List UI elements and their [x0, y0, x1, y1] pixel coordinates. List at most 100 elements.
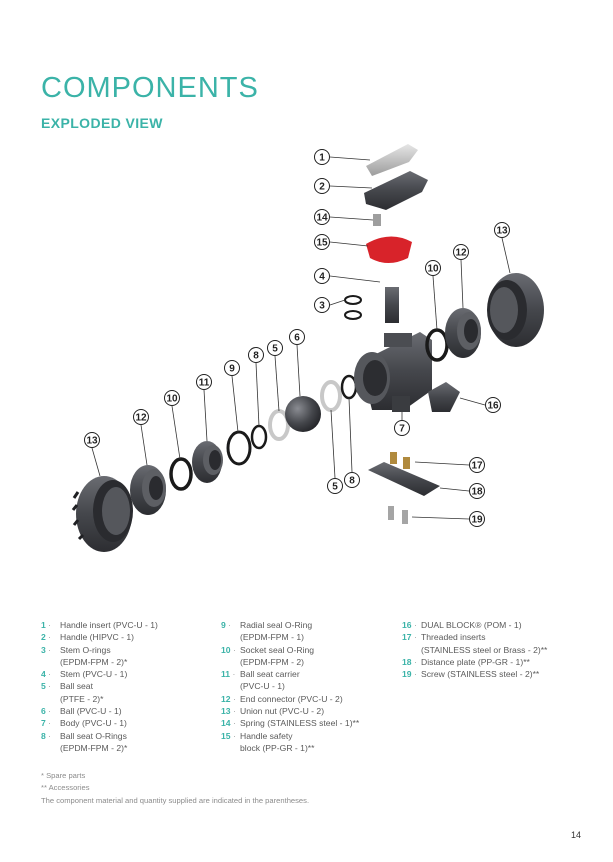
ball [285, 396, 321, 432]
legend-item: 6 · Ball (PVC-U - 1) [41, 705, 219, 717]
callout-number: 12 [135, 413, 147, 424]
legend-item-text: DUAL BLOCK® (POM - 1) [421, 620, 522, 630]
section-subtitle: EXPLODED VIEW [41, 115, 163, 131]
legend-item: 14 · Spring (STAINLESS steel - 1)** [221, 717, 399, 729]
legend-item: 9 · Radial seal O-Ring (EPDM-FPM - 1) [221, 619, 399, 644]
legend-separator: · [230, 693, 236, 704]
callout-number: 5 [272, 344, 278, 355]
distance-plate [368, 462, 440, 496]
ball-seat-oring-right [340, 374, 358, 400]
legend-item-number: 17 · [402, 632, 417, 643]
legend-item-number: 11 · [221, 669, 236, 680]
screws [388, 506, 408, 524]
page-title: COMPONENTS [41, 72, 259, 104]
callout-number: 5 [332, 482, 338, 493]
callout-number: 18 [471, 487, 483, 498]
legend-item: 4 · Stem (PVC-U - 1) [41, 668, 219, 680]
socket-oring-left [169, 457, 193, 491]
legend-separator: · [411, 632, 417, 643]
legend-item: 10 · Socket seal O-Ring (EPDM-FPM - 2) [221, 644, 399, 669]
callout-number: 12 [455, 248, 467, 259]
callout-number: 10 [166, 394, 178, 405]
legend-item-number: 13 · [221, 706, 236, 717]
callout-circle [133, 409, 149, 425]
callout-number: 13 [496, 226, 508, 237]
callout-number: 2 [319, 182, 325, 193]
legend-item-text: Spring (STAINLESS steel - 1)** [240, 718, 360, 729]
legend-item: 12 · End connector (PVC-U - 2) [221, 693, 399, 705]
footnotes: * Spare parts ** Accessories The compone… [41, 770, 309, 807]
legend-separator: · [230, 706, 236, 717]
legend-item-text: End connector (PVC-U - 2) [240, 693, 343, 704]
legend-item-number: 14 · [221, 718, 236, 729]
ball-seat-oring-left [250, 424, 268, 450]
legend-item-number: 5 · [41, 681, 52, 692]
legend-item-text: Distance plate (PP-GR - 1)** [421, 656, 530, 667]
legend-item: 18 · Distance plate (PP-GR - 1)** [402, 656, 602, 668]
callout-number: 6 [294, 333, 300, 344]
radial-oring [226, 430, 252, 466]
callout-marker: 12 [133, 409, 149, 425]
legend-item-text: Radial seal O-Ring (EPDM-FPM - 1) [240, 620, 313, 643]
legend-item-text: Socket seal O-Ring (EPDM-FPM - 2) [240, 644, 315, 667]
callout-circle [164, 390, 180, 406]
callout-circle [267, 340, 283, 356]
footnote-material-note: The component material and quantity supp… [41, 795, 310, 805]
legend-item: 2 · Handle (HIPVC - 1) [41, 631, 219, 643]
legend-item-text: Ball (PVC-U - 1) [60, 706, 122, 717]
legend-item: 8 · Ball seat O-Rings (EPDM-FPM - 2)* [41, 730, 219, 755]
callout-circle [469, 483, 485, 499]
legend-item-number: 10 · [221, 644, 236, 655]
callout-number: 14 [316, 213, 328, 224]
page-number: 14 [571, 830, 582, 840]
legend-item-text: Union nut (PVC-U - 2) [240, 706, 325, 717]
legend-separator: · [230, 718, 236, 729]
legend-item-text: Handle insert (PVC-U - 1) [60, 620, 158, 630]
callout-circle [314, 297, 330, 313]
callout-number: 3 [319, 301, 325, 312]
legend-item-text: Ball seat (PTFE - 2)* [60, 681, 104, 704]
callout-circle [344, 472, 360, 488]
legend-item-number: 1 · [41, 620, 52, 630]
callout-circle [314, 149, 330, 165]
handle [364, 171, 428, 210]
union-nut-left [71, 476, 133, 552]
callout-circle [469, 511, 485, 527]
union-nut-right [487, 273, 544, 347]
callout-number: 16 [487, 401, 499, 412]
callout-number: 11 [199, 378, 210, 389]
ball-seat-carrier [192, 441, 223, 483]
legend-item-text: Stem (PVC-U - 1) [60, 669, 128, 680]
legend-separator: · [45, 730, 52, 741]
callout-circle [314, 178, 330, 194]
callout-marker: 5 [267, 340, 283, 356]
callout-circle [196, 374, 212, 390]
callout-marker: 9 [224, 360, 240, 376]
callout-marker: 2 [314, 178, 330, 194]
legend-separator: · [411, 620, 417, 630]
callout-circle [314, 268, 330, 284]
callout-marker: 12 [453, 244, 469, 260]
callout-marker: 19 [469, 511, 485, 527]
legend-item-number: 12 · [221, 693, 236, 704]
legend-column-3: 16 · DUAL BLOCK® (POM - 1)17 · Threaded … [402, 619, 602, 680]
handle-safety-block [366, 236, 412, 263]
callout-marker: 10 [164, 390, 180, 406]
callout-marker: 15 [314, 234, 330, 250]
footnote-accessories: ** Accessories [41, 783, 90, 793]
legend-item-text: Threaded inserts (STAINLESS steel or Bra… [421, 632, 548, 655]
legend-separator: · [45, 706, 52, 717]
callout-marker: 13 [84, 432, 100, 448]
legend-separator: · [225, 620, 232, 630]
legend-separator: · [45, 644, 52, 655]
callout-number: 8 [253, 351, 259, 362]
legend-item: 7 · Body (PVC-U - 1) [41, 717, 219, 729]
end-connector-left [130, 465, 166, 515]
callout-marker: 1 [314, 149, 330, 165]
legend-item: 11 · Ball seat carrier (PVC-U - 1) [221, 668, 399, 693]
legend-item-number: 9 · [221, 620, 232, 630]
legend-item-text: Stem O-rings (EPDM-FPM - 2)* [60, 644, 128, 667]
legend-item-text: Handle safety block (PP-GR - 1)** [240, 730, 315, 753]
legend-item: 16 · DUAL BLOCK® (POM - 1) [402, 619, 602, 631]
legend-separator: · [411, 669, 417, 680]
